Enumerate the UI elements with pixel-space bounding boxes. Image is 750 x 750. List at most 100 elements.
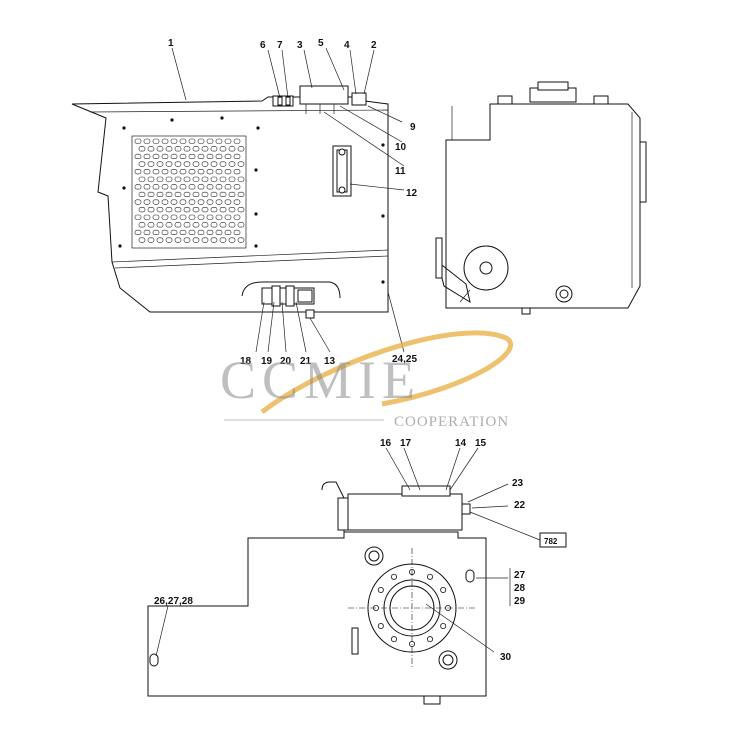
grille-hole	[183, 161, 191, 167]
label-18: 18	[240, 356, 252, 367]
grille-hole	[152, 138, 160, 144]
leader-lines	[155, 47, 541, 657]
flange-bolt	[377, 623, 384, 630]
top-view	[147, 481, 487, 705]
grille-hole	[134, 138, 142, 144]
grille-hole	[210, 146, 218, 152]
grille-hole	[174, 237, 182, 243]
grille-hole	[138, 161, 146, 167]
grille-hole	[138, 207, 146, 213]
grille-hole	[237, 146, 245, 152]
grille-hole	[179, 229, 187, 235]
grille-hole	[219, 222, 227, 228]
grille-hole	[228, 237, 236, 243]
flange-bolt	[426, 573, 433, 580]
grille-hole	[237, 237, 245, 243]
grille-hole	[201, 146, 209, 152]
label-17: 17	[400, 438, 412, 449]
grille-hole	[170, 229, 178, 235]
grille-hole	[161, 184, 169, 190]
grille-hole	[188, 169, 196, 175]
watermark-subtitle: COOPERATION	[394, 414, 509, 430]
grille-hole	[210, 207, 218, 213]
suction-flange	[348, 548, 476, 668]
grille-hole	[228, 222, 236, 228]
grille-hole	[152, 184, 160, 190]
grille-hole	[138, 146, 146, 152]
flange-bolt	[426, 636, 433, 643]
grille-hole	[161, 214, 169, 220]
label-24-25: 24,25	[392, 354, 417, 365]
grille-hole	[152, 214, 160, 220]
grille-hole	[219, 146, 227, 152]
grille-hole	[215, 214, 223, 220]
grille-hole	[206, 199, 214, 205]
grille-hole	[197, 184, 205, 190]
grille-hole	[156, 146, 164, 152]
grille-hole	[215, 229, 223, 235]
grille-hole	[210, 161, 218, 167]
grille-hole	[192, 207, 200, 213]
grille-hole	[147, 146, 155, 152]
label-21: 21	[300, 356, 312, 367]
grille-hole	[134, 169, 142, 175]
grille-hole	[206, 138, 214, 144]
grille-hole	[197, 169, 205, 175]
grille-hole	[183, 176, 191, 182]
grille-hole	[210, 191, 218, 197]
grille-hole	[134, 153, 142, 159]
label-23: 23	[512, 478, 524, 489]
grille-hole	[165, 146, 173, 152]
label-29: 29	[514, 596, 526, 607]
grille-hole	[156, 176, 164, 182]
grille-hole	[143, 169, 151, 175]
grille-hole	[152, 153, 160, 159]
label-1: 1	[168, 38, 174, 49]
grille-hole	[152, 169, 160, 175]
grille-hole	[219, 207, 227, 213]
side-view	[435, 81, 647, 315]
label-28: 28	[514, 583, 526, 594]
grille-hole	[161, 138, 169, 144]
vent-grille	[131, 135, 247, 249]
grille-hole	[179, 169, 187, 175]
label-9: 9	[410, 122, 416, 133]
grille-hole	[156, 237, 164, 243]
sight-gauge	[332, 145, 352, 197]
grille-hole	[192, 191, 200, 197]
label-16: 16	[380, 438, 392, 449]
label-15: 15	[475, 438, 487, 449]
grille-hole	[174, 222, 182, 228]
grille-hole	[224, 214, 232, 220]
grille-hole	[179, 138, 187, 144]
flange-bolt	[390, 636, 397, 643]
grille-hole	[179, 153, 187, 159]
grille-hole	[147, 176, 155, 182]
grille-hole	[233, 214, 241, 220]
grille-hole	[233, 169, 241, 175]
grille-hole	[156, 207, 164, 213]
grille-hole	[143, 214, 151, 220]
grille-hole	[188, 138, 196, 144]
grille-hole	[156, 222, 164, 228]
grille-hole	[174, 207, 182, 213]
grille-hole	[170, 199, 178, 205]
grille-hole	[219, 237, 227, 243]
grille-hole	[233, 229, 241, 235]
grille-hole	[138, 237, 146, 243]
grille-hole	[183, 222, 191, 228]
label-11: 11	[395, 166, 406, 177]
grille-hole	[174, 161, 182, 167]
grille-hole	[224, 229, 232, 235]
grille-hole	[206, 169, 214, 175]
watermark-swoosh	[260, 330, 514, 414]
label-20: 20	[280, 356, 292, 367]
grille-hole	[219, 176, 227, 182]
grille-hole	[161, 153, 169, 159]
grille-hole	[197, 214, 205, 220]
label-26-27-28: 26,27,28	[154, 596, 193, 607]
front-view	[71, 85, 389, 319]
grille-hole	[192, 146, 200, 152]
grille-hole	[161, 229, 169, 235]
grille-hole	[161, 169, 169, 175]
